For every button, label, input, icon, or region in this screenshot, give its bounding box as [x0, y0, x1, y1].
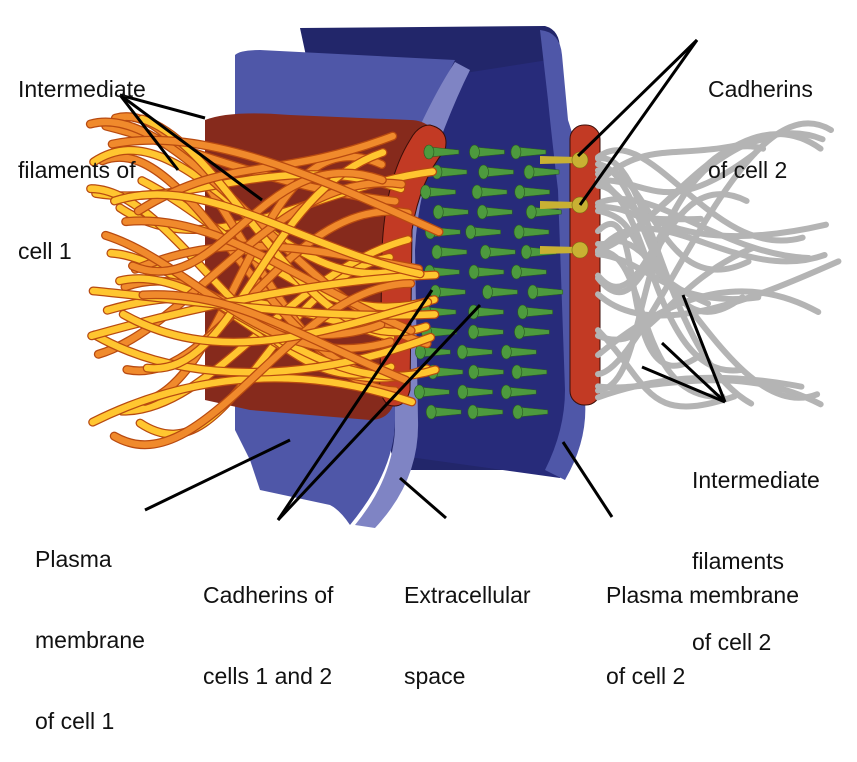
cell1-filament-group: [85, 112, 444, 449]
cadherin-cell2-peg: [540, 246, 578, 254]
cadherin-head: [511, 264, 522, 280]
label-cadherins-cells-1-and-2: Cadherins of cells 1 and 2: [203, 528, 333, 717]
label-intermediate-filaments-cell2: Intermediate filaments of cell 2: [692, 413, 820, 683]
leader-if2-c: [641, 365, 726, 404]
cadherin-head: [469, 144, 480, 160]
cell1-filament: [129, 169, 386, 275]
cell2-filament-group: [595, 120, 842, 410]
cell1-filament: [111, 280, 414, 448]
cell1-filament: [122, 217, 415, 334]
cell2-filament: [595, 258, 842, 319]
leader-pm2: [561, 441, 614, 518]
cell1-filament: [120, 298, 431, 346]
cadherin-head: [465, 224, 476, 240]
cadherin-head: [414, 384, 425, 400]
leader-ecs: [399, 476, 447, 520]
cell2-filament: [595, 155, 755, 407]
cell-junction-illustration: [85, 26, 842, 528]
cell2-filament: [595, 150, 758, 196]
label-line: membrane: [35, 627, 145, 653]
cell2-filament: [595, 191, 750, 296]
leader-cad2-a: [576, 38, 699, 158]
cadherin-head: [480, 244, 491, 260]
cell2-filament: [595, 377, 824, 408]
label-line: cell 1: [18, 238, 72, 264]
cadherin-cell2-head: [571, 241, 589, 259]
label-extracellular-space: Extracellular space: [404, 528, 531, 717]
cell2-filament: [595, 155, 723, 394]
cell2-plaque: [569, 124, 601, 406]
cadherin-head: [423, 144, 435, 160]
cadherin-head: [476, 204, 488, 220]
cadherin-head: [510, 144, 522, 160]
cadherin-head: [514, 324, 525, 340]
label-line: space: [404, 663, 466, 689]
label-line: of cell 2: [692, 629, 772, 655]
cadherin-head: [511, 364, 523, 380]
cadherin-head: [513, 224, 525, 240]
cadherin-head: [523, 164, 535, 180]
label-line: Plasma: [35, 546, 112, 572]
cadherin-head: [517, 304, 528, 320]
leader-cad2-b: [578, 39, 699, 206]
cadherin-head: [456, 344, 468, 360]
cell1-membrane-edge: [355, 62, 470, 528]
cadherin-head: [431, 244, 443, 260]
cadherin-head: [500, 384, 512, 400]
cadherin-head: [514, 184, 526, 200]
cadherin-head: [432, 204, 444, 220]
leader-if2-b: [660, 341, 727, 404]
label-line: Cadherins of: [203, 582, 334, 608]
cell1-filament: [111, 191, 424, 278]
leader-cad-both-b: [276, 303, 482, 522]
cadherin-head: [457, 384, 468, 400]
label-line: Intermediate: [18, 76, 146, 102]
cell2-filament: [595, 248, 726, 400]
cadherin-head: [527, 284, 539, 300]
label-line: Cadherins: [708, 76, 813, 102]
cadherin-head: [520, 244, 532, 260]
label-cadherins-cell2: Cadherins of cell 2: [708, 22, 813, 211]
leader-if1-c: [119, 93, 263, 202]
cadherin-head: [512, 404, 524, 420]
label-intermediate-filaments-cell1: Intermediate filaments of cell 1: [18, 22, 146, 292]
cadherin-group: [414, 144, 589, 420]
cell1-filament: [88, 271, 439, 340]
cadherin-head: [468, 324, 479, 340]
leader-pm1: [144, 438, 291, 512]
cell1-filament: [108, 136, 443, 236]
label-line: of cell 1: [35, 708, 115, 734]
cadherin-head: [468, 264, 480, 280]
cadherin-head: [425, 404, 437, 420]
cell2-filament: [595, 327, 738, 410]
cell1-filament: [91, 331, 434, 376]
cadherin-head: [478, 164, 489, 180]
cadherin-head: [482, 284, 493, 300]
leader-cad-both-a: [276, 289, 434, 521]
cell1-filament: [95, 179, 405, 358]
label-line: filaments of: [18, 157, 136, 183]
cadherin-head: [467, 404, 479, 420]
cadherin-head: [525, 204, 537, 220]
cadherin-head: [471, 184, 483, 200]
cadherin-head: [420, 184, 431, 200]
cadherin-head: [501, 344, 512, 360]
cell2-filament: [595, 130, 826, 254]
cell1-filament: [139, 291, 410, 384]
label-line: filaments: [692, 548, 785, 574]
leader-if1-a: [119, 93, 206, 120]
leader-lines: [118, 38, 727, 522]
leader-if2-a: [681, 294, 727, 403]
leader-if1-b: [118, 94, 180, 171]
cadherin-head: [468, 364, 479, 380]
label-line: Extracellular: [404, 582, 531, 608]
label-line: cells 1 and 2: [203, 663, 333, 689]
label-line: of cell 2: [708, 157, 788, 183]
label-plasma-membrane-cell1: Plasma membrane of cell 1: [35, 492, 145, 762]
label-line: Intermediate: [692, 467, 820, 493]
cadherin-cell2-peg: [540, 201, 578, 209]
cell2-filament: [595, 245, 756, 343]
cadherin-cell2-peg: [540, 156, 578, 164]
